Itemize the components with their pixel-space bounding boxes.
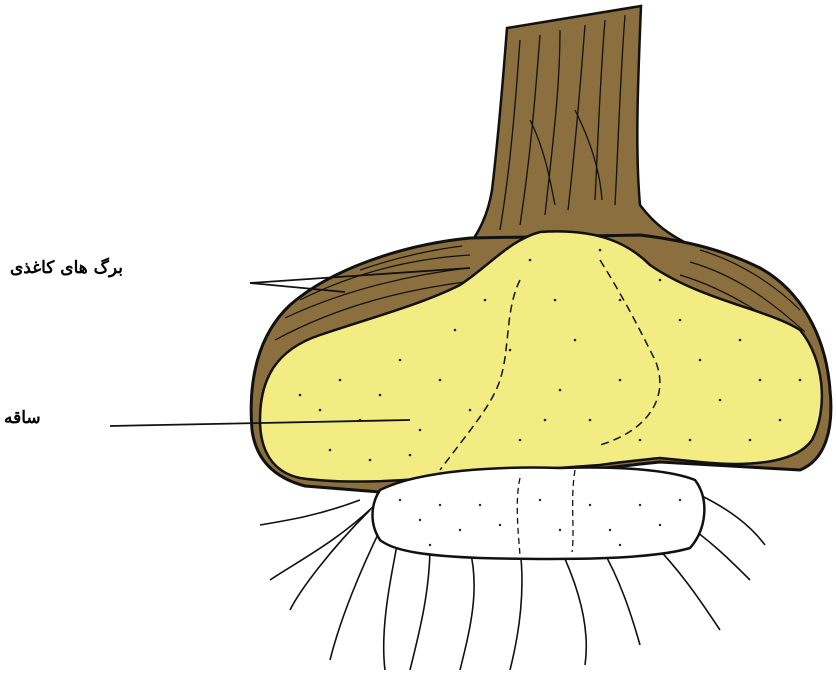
basal-plate: [373, 468, 705, 559]
bulb-neck: [465, 6, 690, 250]
label-stem: ساقه: [4, 408, 54, 428]
label-papery-leaves: برگ های کاغذی: [10, 258, 210, 278]
